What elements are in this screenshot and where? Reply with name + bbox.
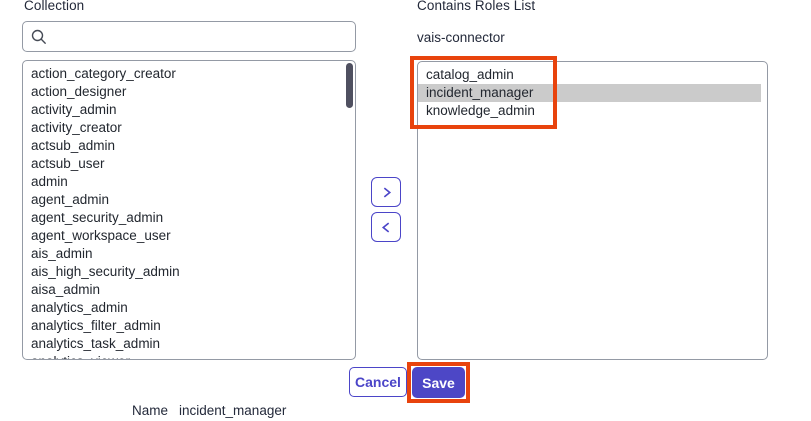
list-item[interactable]: action_category_creator xyxy=(31,66,176,81)
list-item[interactable]: agent_admin xyxy=(31,192,110,207)
list-item[interactable]: analytics_viewer xyxy=(23,353,355,359)
search-icon xyxy=(31,29,46,44)
move-left-button[interactable] xyxy=(371,212,401,242)
cancel-button[interactable]: Cancel xyxy=(349,367,407,397)
name-value: incident_manager xyxy=(179,403,287,418)
list-item[interactable]: analytics_task_admin xyxy=(31,336,161,351)
list-item[interactable]: knowledge_admin xyxy=(426,103,535,118)
list-item[interactable]: agent_security_admin xyxy=(31,210,164,225)
move-right-button[interactable] xyxy=(371,177,401,207)
contains-roles-label: Contains Roles List xyxy=(417,0,536,13)
list-item[interactable]: ais_high_security_admin xyxy=(31,264,180,279)
collection-list-scrollbar[interactable] xyxy=(346,63,353,108)
list-item[interactable]: admin xyxy=(31,174,68,189)
list-item[interactable]: incident_manager xyxy=(418,84,761,102)
name-label: Name xyxy=(132,403,169,418)
list-item[interactable]: activity_admin xyxy=(31,102,117,117)
list-item[interactable]: actsub_user xyxy=(31,156,105,171)
collection-label: Collection xyxy=(24,0,85,13)
collection-search-box xyxy=(22,21,356,52)
group-name-text: vais-connector xyxy=(417,30,505,45)
list-item[interactable]: aisa_admin xyxy=(31,282,101,297)
list-item[interactable]: action_designer xyxy=(31,84,127,99)
name-row: Name incident_manager xyxy=(132,403,286,418)
collection-search-input[interactable] xyxy=(53,29,347,44)
list-item[interactable]: catalog_admin xyxy=(426,67,514,82)
list-item[interactable]: analytics_admin xyxy=(31,300,128,315)
chevron-right-icon xyxy=(383,187,391,197)
list-item[interactable]: actsub_admin xyxy=(31,138,116,153)
list-item[interactable]: activity_creator xyxy=(31,120,122,135)
chevron-left-icon xyxy=(381,222,389,232)
list-item[interactable]: analytics_filter_admin xyxy=(31,318,161,333)
list-item[interactable]: ais_admin xyxy=(31,246,93,261)
save-button[interactable]: Save xyxy=(412,367,465,398)
list-item[interactable]: agent_workspace_user xyxy=(31,228,171,243)
